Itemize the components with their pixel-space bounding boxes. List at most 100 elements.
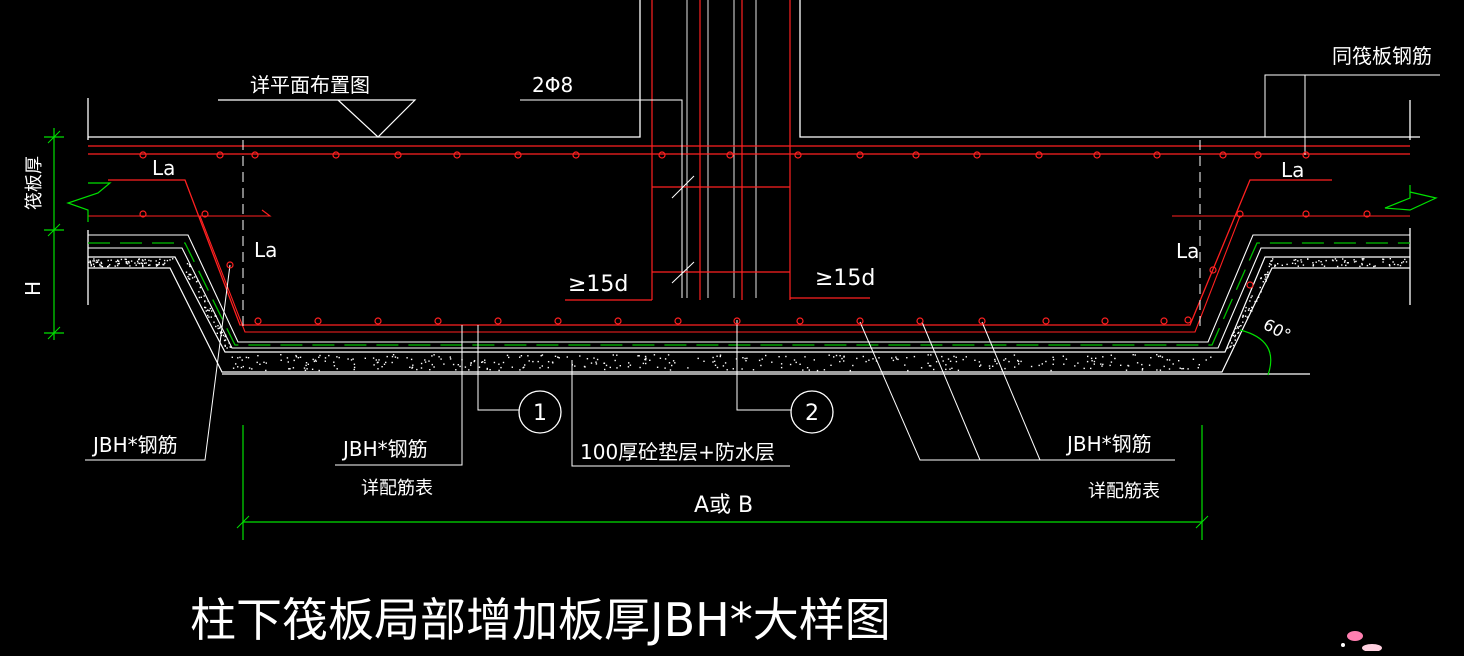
hatch-speck (604, 368, 606, 371)
hatch-speck (645, 357, 647, 359)
hatch-speck (1277, 263, 1279, 265)
hatch-speck (927, 354, 929, 356)
hatch-speck (288, 368, 290, 370)
hatch-speck (89, 261, 92, 263)
hatch-speck (508, 356, 510, 359)
hatch-speck (771, 361, 773, 363)
hatch-speck (187, 276, 189, 278)
hatch-speck (224, 335, 226, 338)
label-la-right-top: La (1281, 158, 1304, 182)
hatch-speck (713, 360, 716, 362)
hatch-speck (1401, 262, 1403, 264)
hatch-speck (98, 259, 100, 261)
hatch-speck (1232, 334, 1235, 337)
hatch-speck (311, 368, 314, 370)
hatch-speck (265, 362, 267, 364)
hatch-speck (461, 359, 463, 361)
hatch-speck (930, 365, 932, 367)
hatch-speck (89, 262, 92, 264)
hatch-speck (574, 365, 576, 367)
hatch-speck (541, 354, 544, 356)
hatch-speck (1291, 262, 1294, 264)
hatch-speck (93, 260, 96, 262)
hatch-speck (304, 369, 307, 371)
hatch-speck (793, 359, 796, 361)
rebar-dot (916, 317, 924, 325)
hatch-speck (215, 315, 217, 317)
hatch-speck (420, 367, 423, 369)
rebar-dot (394, 151, 402, 159)
hatch-speck (143, 262, 146, 264)
hatch-speck (188, 277, 190, 280)
hatch-speck (878, 357, 880, 359)
hatch-speck (1052, 363, 1054, 365)
pit-outline (88, 256, 1410, 353)
hatch-speck (1210, 356, 1212, 358)
hatch-speck (318, 356, 320, 358)
hatch-speck (142, 265, 144, 268)
hatch-speck (551, 361, 554, 363)
hatch-speck (1232, 344, 1235, 347)
hatch-speck (449, 358, 452, 360)
label-jbh-mid-note: 详配筋表 (361, 478, 433, 499)
hatch-speck (459, 365, 461, 368)
hatch-speck (1300, 259, 1302, 261)
hatch-speck (1166, 359, 1168, 361)
hatch-speck (935, 361, 938, 363)
hatch-speck (1172, 363, 1174, 365)
hatch-speck (100, 262, 103, 265)
hatch-speck (217, 325, 219, 327)
hatch-speck (933, 368, 935, 371)
hatch-speck (1134, 354, 1136, 356)
column-outline-left (88, 0, 641, 138)
hatch-speck (228, 342, 230, 344)
hatch-speck (664, 367, 666, 369)
rebar-dot (139, 210, 147, 218)
hatch-speck (571, 364, 573, 366)
rebar-dot (1209, 266, 1217, 274)
hatch-speck (128, 262, 130, 264)
hatch-speck (226, 347, 228, 349)
hatch-speck (286, 357, 289, 359)
hatch-speck (89, 260, 91, 262)
hatch-speck (1363, 258, 1365, 260)
hatch-speck (992, 365, 994, 367)
hatch-speck (1127, 365, 1130, 367)
rebar-dot (254, 317, 262, 325)
hatch-speck (1343, 261, 1346, 263)
rebar-dot (1042, 317, 1050, 325)
label-jbh-right: JBH*钢筋 (1065, 432, 1152, 456)
hatch-speck (224, 345, 226, 347)
label-anchor-right: ≥15d (815, 266, 875, 291)
label-detail-plan: 详平面布置图 (250, 73, 370, 97)
hatch-speck (593, 357, 595, 359)
hatch-speck (1086, 360, 1089, 363)
hatch-speck (1052, 356, 1054, 358)
hatch-speck (109, 264, 111, 266)
hatch-speck (190, 274, 192, 276)
dim-left-slash-2 (47, 223, 61, 237)
hatch-speck (108, 265, 110, 267)
hatch-speck (213, 321, 215, 323)
rebar-dot (912, 151, 920, 159)
hatch-speck (532, 360, 534, 363)
hatch-speck (211, 310, 213, 312)
label-angle: 60° (1260, 315, 1294, 345)
hatch-speck (1353, 259, 1355, 261)
hatch-speck (1093, 363, 1095, 365)
hatch-speck (484, 359, 486, 361)
rebar-dot (726, 151, 734, 159)
hatch-speck (1359, 265, 1361, 268)
hatch-speck (1262, 281, 1264, 283)
hatch-speck (1090, 357, 1093, 360)
rebar-dot (1302, 210, 1310, 218)
hatch-speck (519, 369, 521, 371)
hatch-speck (1237, 332, 1239, 334)
rebar-dot (1160, 317, 1168, 325)
hatch-speck (732, 368, 734, 370)
rebar-dot (978, 317, 986, 325)
hatch-speck (148, 259, 150, 262)
hatch-speck (930, 354, 932, 356)
hatch-speck (92, 260, 94, 262)
